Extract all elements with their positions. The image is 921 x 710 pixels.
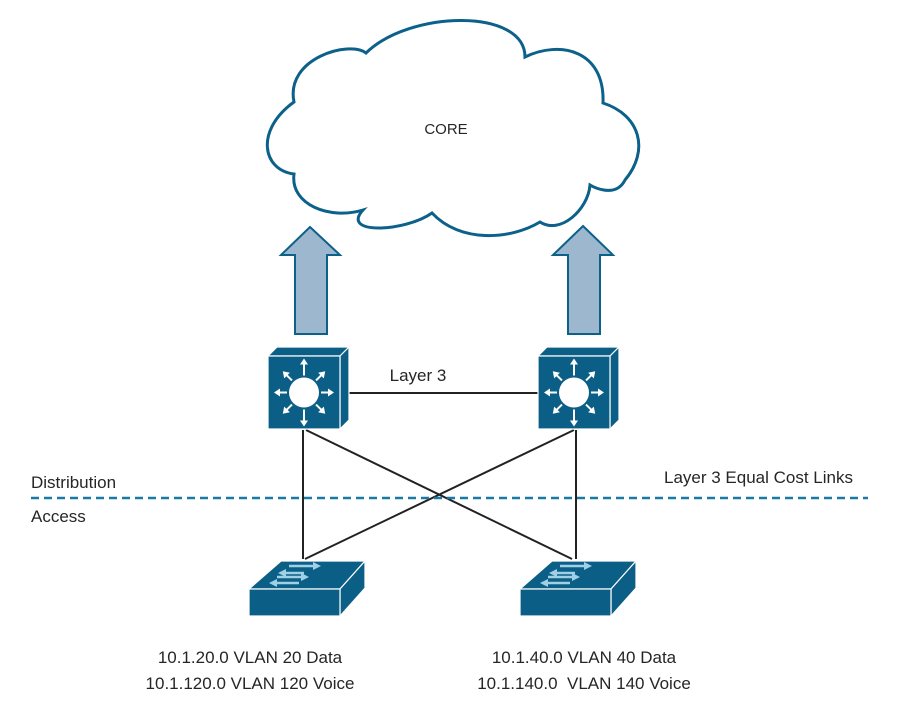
subnet-label: 10.1.20.0 VLAN 20 Data — [158, 648, 343, 667]
switch-top-face — [266, 346, 351, 357]
equal-cost-links-label: Layer 3 Equal Cost Links — [664, 468, 853, 487]
subnet-label: 10.1.140.0 VLAN 140 Voice — [477, 674, 691, 693]
links — [302, 392, 577, 560]
switch-front-face — [248, 588, 341, 617]
switch-top-face — [536, 346, 621, 357]
layer2-switch-arrows-icon — [269, 562, 321, 587]
access-right-subnets: 10.1.40.0 VLAN 40 Data 10.1.140.0 VLAN 1… — [477, 648, 691, 693]
access-left-subnets: 10.1.20.0 VLAN 20 Data 10.1.120.0 VLAN 1… — [146, 648, 355, 693]
layer3-switch-icon — [274, 358, 334, 427]
access-switch-left — [247, 559, 367, 618]
switch-front-face — [519, 588, 612, 617]
access-switch-right — [518, 559, 638, 618]
layer2-switch-arrows-icon — [540, 562, 592, 587]
switch-side-face — [609, 345, 620, 431]
layer3-link-label: Layer 3 — [390, 366, 447, 385]
core-label: CORE — [424, 121, 467, 138]
access-label: Access — [31, 507, 86, 526]
cloud-outline — [265, 19, 641, 237]
distribution-label: Distribution — [31, 473, 116, 492]
subnet-label: 10.1.120.0 VLAN 120 Voice — [146, 674, 355, 693]
up-arrow-icon — [550, 224, 616, 335]
subnet-label: 10.1.40.0 VLAN 40 Data — [492, 648, 677, 667]
core-cloud: CORE — [265, 19, 641, 237]
switch-side-face — [339, 345, 350, 431]
distribution-switch-right — [536, 345, 621, 431]
link-dist-right-access-left — [304, 429, 575, 560]
up-arrow-icon — [278, 225, 343, 335]
distribution-switch-left — [266, 345, 351, 431]
uplink-arrow-left — [278, 225, 343, 335]
layer3-switch-icon — [544, 358, 604, 427]
uplink-arrow-right — [550, 224, 616, 335]
